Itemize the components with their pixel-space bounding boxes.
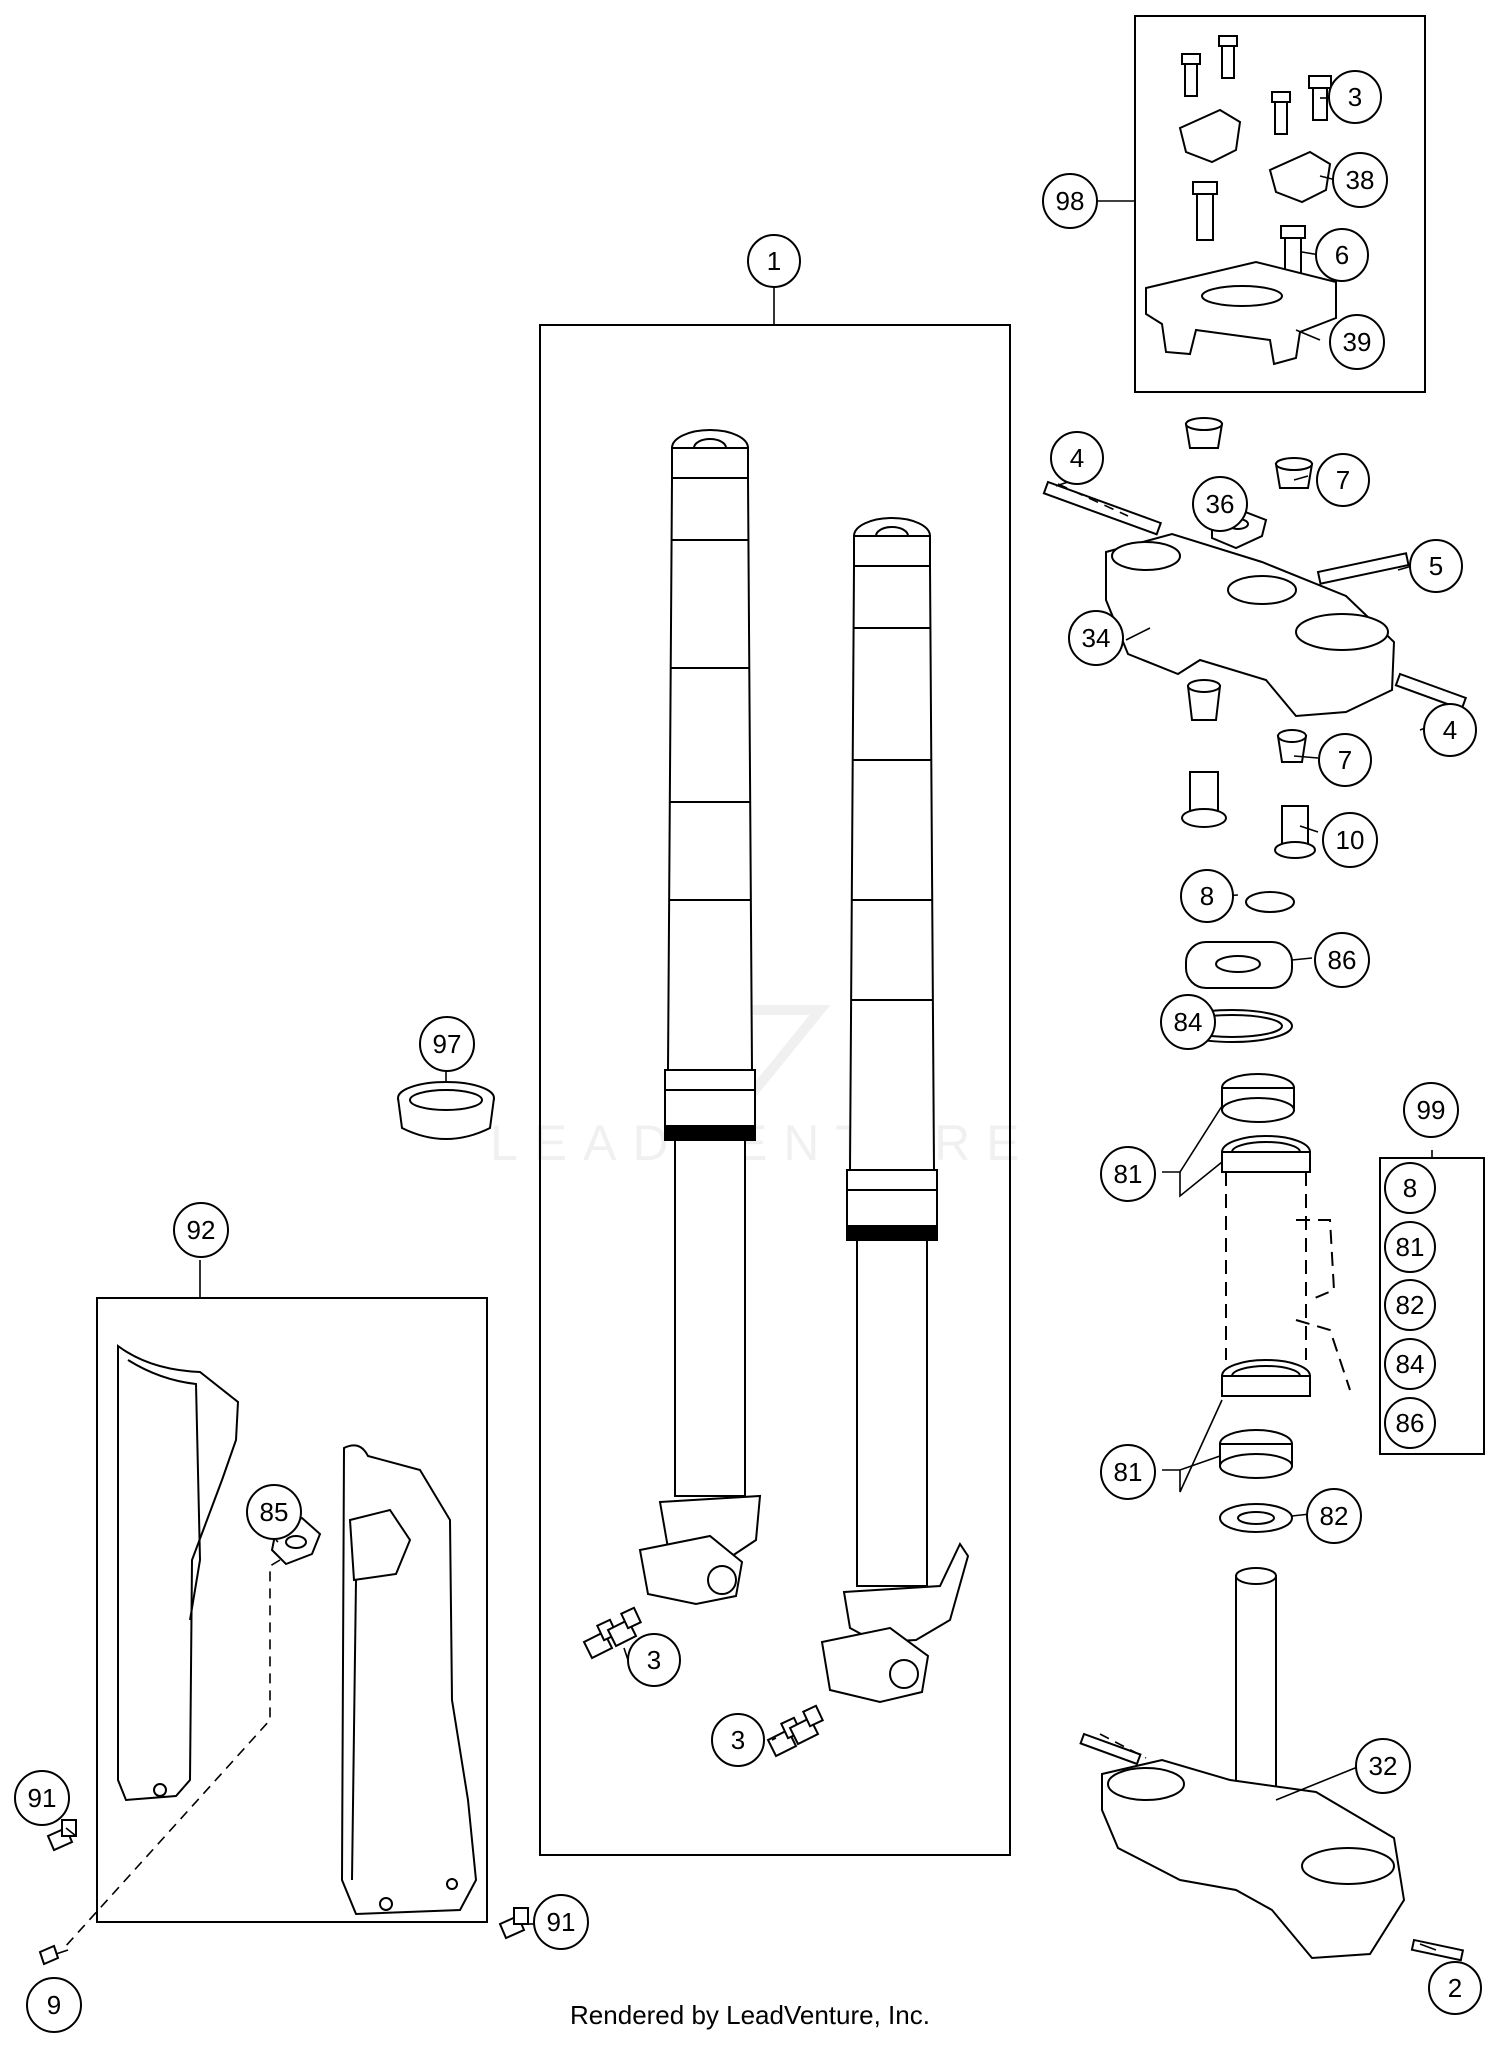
label-99-84: 84 [1396, 1349, 1425, 1379]
callout-36 [1192, 476, 1248, 532]
label-34: 34 [1082, 623, 1111, 653]
fork-guards [117, 1344, 478, 1916]
label-82: 82 [1320, 1501, 1349, 1531]
watermark-text: LEADVENTURE [490, 1115, 1036, 1171]
callout-99-81 [1384, 1221, 1436, 1273]
callout-3-right [711, 1713, 765, 1767]
label-97: 97 [433, 1029, 462, 1059]
callout-98 [1042, 173, 1098, 229]
callout-81-bottom [1100, 1444, 1156, 1500]
callout-99-84 [1384, 1338, 1436, 1390]
callout-92 [173, 1202, 229, 1258]
label-99-8: 8 [1403, 1173, 1417, 1203]
right-fork-leg [820, 517, 970, 1704]
callout-91-right [533, 1894, 589, 1950]
label-99: 99 [1417, 1095, 1446, 1125]
left-fork-leg [638, 429, 762, 1606]
callout-99-86 [1384, 1397, 1436, 1449]
small-bolts [38, 1819, 529, 1966]
label-92: 92 [187, 1215, 216, 1245]
callout-5 [1409, 539, 1463, 593]
callout-2 [1428, 1961, 1482, 2015]
label-39: 39 [1343, 327, 1372, 357]
pinch-bolts [582, 1606, 825, 1758]
label-81-top: 81 [1114, 1159, 1143, 1189]
callout-82 [1306, 1488, 1362, 1544]
callout-6 [1315, 228, 1369, 282]
callout-97 [419, 1016, 475, 1072]
callout-4-top [1050, 431, 1104, 485]
ring-97 [397, 1081, 495, 1140]
label-10: 10 [1336, 825, 1365, 855]
callout-81-top [1100, 1146, 1156, 1202]
callout-34 [1068, 610, 1124, 666]
callout-7-bottom [1318, 733, 1372, 787]
callout-99-8 [1384, 1162, 1436, 1214]
kit-92-box [96, 1297, 488, 1923]
label-86: 86 [1328, 945, 1357, 975]
callout-99 [1403, 1082, 1459, 1138]
label-6: 6 [1335, 240, 1349, 270]
label-4-bottom: 4 [1443, 715, 1457, 745]
label-5: 5 [1429, 551, 1443, 581]
callout-3-kit [1328, 70, 1382, 124]
upper-triple-clamp [1042, 480, 1468, 718]
label-3-right: 3 [731, 1725, 745, 1755]
callout-1 [747, 234, 801, 288]
label-3-kit: 3 [1348, 82, 1362, 112]
callout-4-bottom [1423, 703, 1477, 757]
label-9: 9 [47, 1990, 61, 2020]
label-8: 8 [1200, 881, 1214, 911]
callout-labels: 98 3 38 6 39 1 4 7 36 5 34 4 7 10 8 86 8… [28, 82, 1463, 2020]
steering-head [1219, 1135, 1351, 1533]
label-3-left: 3 [647, 1645, 661, 1675]
label-2: 2 [1448, 1973, 1462, 2003]
callout-38 [1332, 152, 1388, 208]
fork-assembly-box [539, 324, 1011, 1856]
callout-7-top [1316, 453, 1370, 507]
callout-84 [1160, 994, 1216, 1050]
callout-32 [1355, 1738, 1411, 1794]
callout-8 [1180, 869, 1234, 923]
label-99-86: 86 [1396, 1408, 1425, 1438]
label-36: 36 [1206, 489, 1235, 519]
label-99-81: 81 [1396, 1232, 1425, 1262]
callout-99-82 [1384, 1279, 1436, 1331]
callout-10 [1322, 812, 1378, 868]
callouts [14, 70, 1482, 2033]
label-4-top: 4 [1070, 443, 1084, 473]
footer-credit: Rendered by LeadVenture, Inc. [570, 2000, 930, 2030]
watermark: LEADVENTURE [490, 890, 1036, 1171]
callout-85 [246, 1484, 302, 1540]
label-81-bottom: 81 [1114, 1457, 1143, 1487]
label-1: 1 [767, 246, 781, 276]
label-98: 98 [1056, 186, 1085, 216]
callout-3-left [627, 1633, 681, 1687]
callout-9 [26, 1977, 82, 2033]
kit-98-box [1134, 15, 1426, 393]
label-7-bottom: 7 [1338, 745, 1352, 775]
label-85: 85 [260, 1497, 289, 1527]
callout-91-left [14, 1770, 70, 1826]
label-32: 32 [1369, 1751, 1398, 1781]
callout-39 [1329, 314, 1385, 370]
label-7-top: 7 [1336, 465, 1350, 495]
label-91-right: 91 [547, 1907, 576, 1937]
label-38: 38 [1346, 165, 1375, 195]
lower-triple-clamp [1079, 1567, 1465, 1962]
label-91-left: 91 [28, 1783, 57, 1813]
label-84: 84 [1174, 1007, 1203, 1037]
label-99-82: 82 [1396, 1290, 1425, 1320]
dashed-leaders [63, 483, 1147, 1949]
kit-98-parts [1145, 35, 1337, 366]
callout-86 [1314, 932, 1370, 988]
